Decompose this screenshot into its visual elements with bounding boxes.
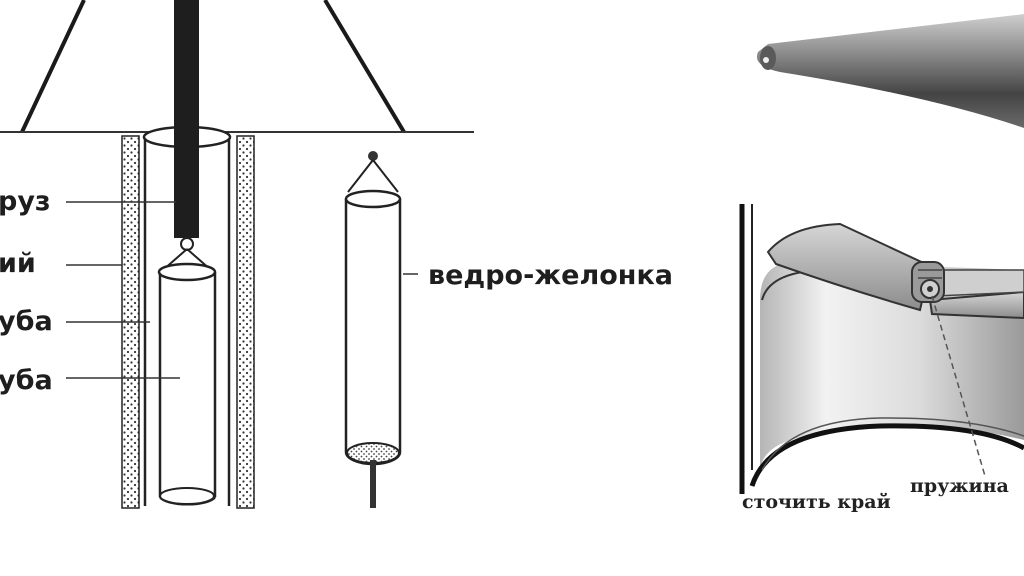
valve-flap-right <box>928 290 1024 320</box>
label-weight: руз <box>0 186 51 217</box>
bailer-rod <box>370 460 376 508</box>
valve-flap-left <box>766 222 932 312</box>
label-spring: пружина <box>910 475 1009 497</box>
drill-bar-photo <box>756 14 1024 128</box>
gravel-wall-right <box>236 135 255 509</box>
label-outer-pipe: уба <box>0 306 53 337</box>
leader-line-spring <box>931 295 986 477</box>
valve-cutaway <box>739 204 1024 494</box>
well-diagram: руз ий уба уба ведро-желонка <box>0 0 673 509</box>
tripod-leg-right <box>323 0 406 134</box>
label-bailer: ведро-желонка <box>428 260 673 291</box>
label-inner-pipe: уба <box>0 365 53 396</box>
bailer-bucket <box>344 151 402 508</box>
label-casing: ий <box>0 248 36 279</box>
tripod-leg-left <box>20 0 86 133</box>
spring-hinge <box>911 261 945 303</box>
inner-pipe <box>157 237 217 506</box>
label-sharpen-edge: сточить край <box>742 491 891 513</box>
weight-rod <box>174 0 199 238</box>
